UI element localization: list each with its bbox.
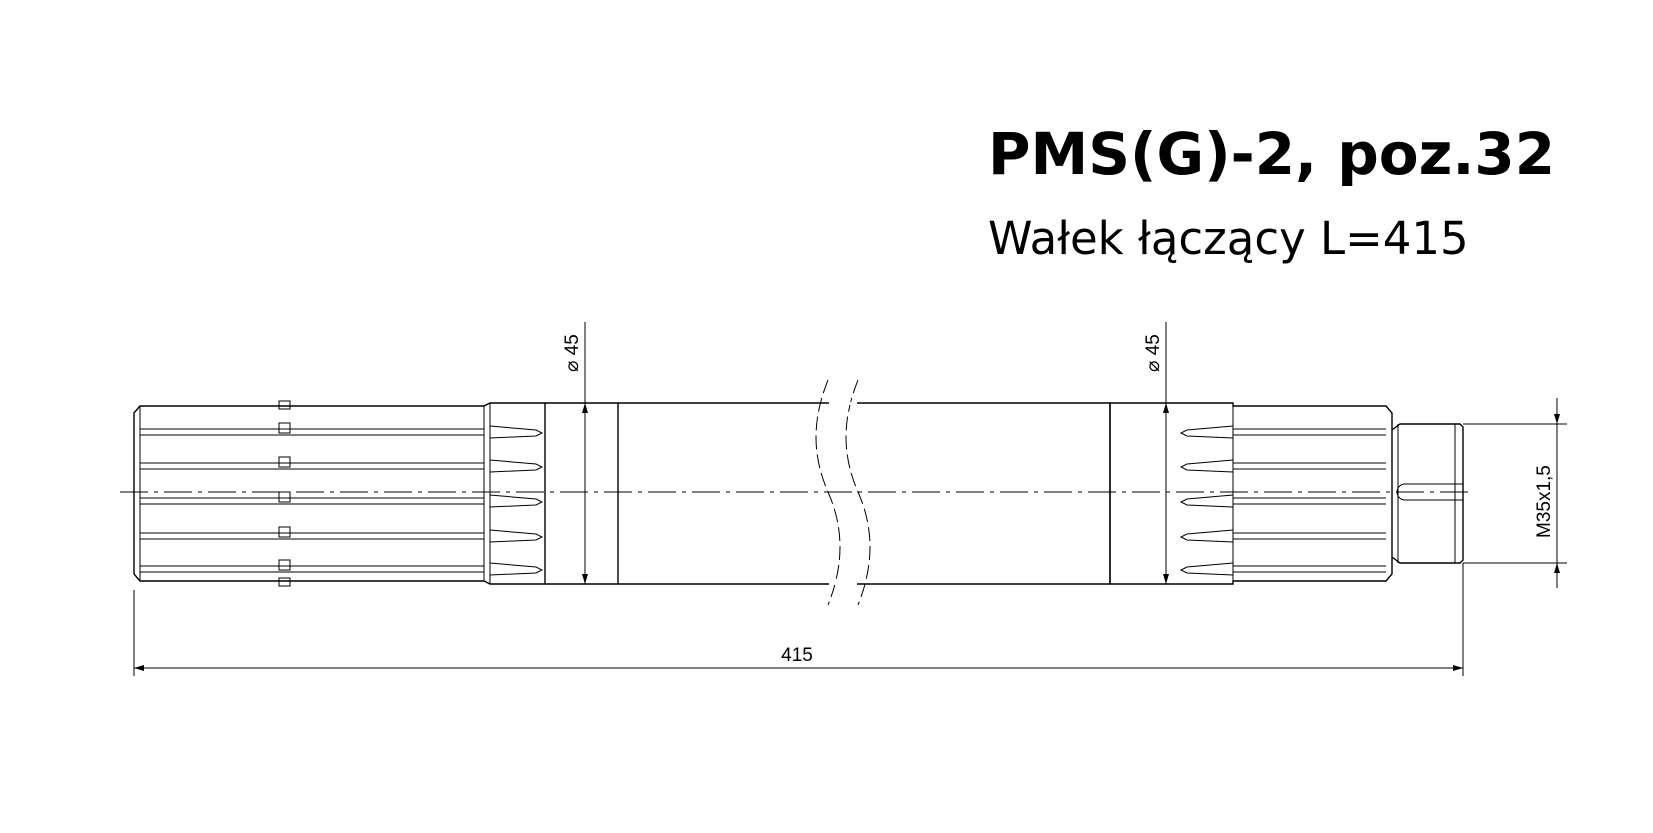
spline-tip <box>1179 529 1234 543</box>
dimension-diameter-left: ⌀ 45 <box>562 322 588 584</box>
drawing-subtitle: Wałek łączący L=415 <box>988 212 1469 265</box>
spline-tip <box>489 562 544 576</box>
threaded-end <box>1391 423 1464 564</box>
dimension-diameter-right: ⌀ 45 <box>1143 322 1169 584</box>
spline-notch <box>278 559 291 571</box>
dimension-length: 415 <box>133 563 1464 676</box>
diameter-left-label: ⌀ 45 <box>562 334 583 372</box>
spline-tip <box>489 425 544 439</box>
spline-tip <box>1179 425 1234 439</box>
spline-tip <box>1179 494 1234 508</box>
diameter-right-label: ⌀ 45 <box>1143 334 1164 372</box>
spline-notch <box>278 400 291 410</box>
spline-notch <box>278 456 291 468</box>
thread-label: M35x1,5 <box>1534 465 1555 538</box>
spline-tip <box>489 529 544 543</box>
drawing-title: PMS(G)-2, poz.32 <box>988 120 1556 188</box>
spline-tip <box>489 494 544 508</box>
length-label: 415 <box>781 645 813 666</box>
spline-tip <box>1179 459 1234 473</box>
spline-tip <box>1179 562 1234 576</box>
dimension-thread: M35x1,5 <box>1463 398 1567 588</box>
right-spline-section <box>1109 402 1393 585</box>
spline-notch <box>278 577 291 587</box>
break-line-left <box>815 379 841 606</box>
spline-notch <box>278 422 291 434</box>
spline-notch <box>278 526 291 538</box>
left-spline-section <box>133 400 546 587</box>
break-line-right <box>845 379 871 606</box>
spline-notch <box>278 491 291 503</box>
spline-tip <box>489 459 544 473</box>
